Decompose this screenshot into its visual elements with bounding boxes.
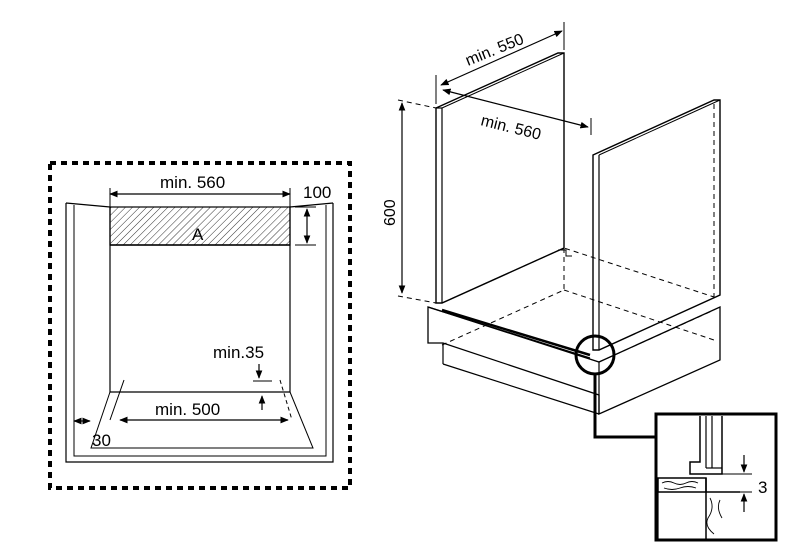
cabinet-outline bbox=[65, 203, 334, 463]
front-view-drawing: A min. 560 100 min.35 min. 500 30 bbox=[48, 161, 352, 490]
vent-label: min.35 bbox=[213, 343, 264, 362]
detail-frame bbox=[654, 412, 778, 542]
height-600-label: 600 bbox=[382, 199, 399, 226]
shelf-wood-section bbox=[657, 477, 707, 493]
top-height-label: 100 bbox=[303, 183, 331, 202]
gap-label: 3 bbox=[758, 478, 767, 497]
area-a-label: A bbox=[192, 225, 204, 244]
isometric-cabinet-drawing: min. 550 min. 560 600 bbox=[382, 22, 721, 439]
inner-opening bbox=[109, 207, 291, 393]
inset-label: 30 bbox=[92, 431, 111, 450]
area-a-hatch bbox=[109, 206, 291, 246]
base-panel bbox=[427, 305, 721, 416]
detail-inset: 3 bbox=[654, 412, 778, 542]
width-label: min. 560 bbox=[160, 173, 225, 192]
depth-label: min. 500 bbox=[155, 400, 220, 419]
outer-dashed-frame bbox=[48, 161, 352, 490]
left-side-panel bbox=[435, 52, 565, 304]
right-side-panel bbox=[592, 99, 721, 351]
detail-leader-line bbox=[593, 374, 656, 439]
depth-550-label: min. 550 bbox=[463, 31, 526, 70]
